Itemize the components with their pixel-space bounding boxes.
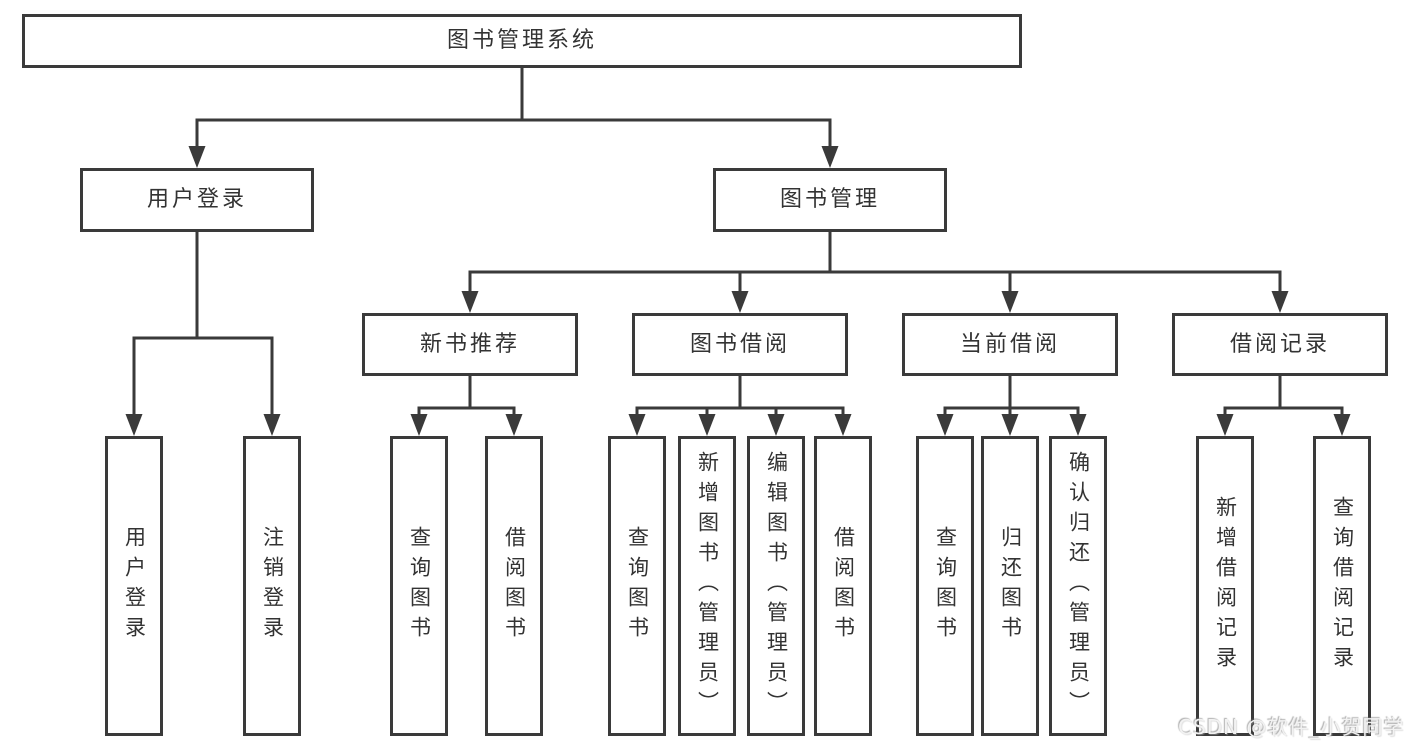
leaf-user-login: 用户登录: [105, 436, 163, 736]
csdn-watermark: CSDN @软件_小贺同学: [1178, 715, 1405, 739]
leaf-edit-book-admin: 编辑图书（管理员）: [747, 436, 805, 736]
leaf-borrow-books-borrowing: 借阅图书: [814, 436, 872, 736]
node-current-borrowing: 当前借阅: [902, 313, 1118, 376]
leaf-confirm-return-admin: 确认归还（管理员）: [1049, 436, 1107, 736]
leaf-logout: 注销登录: [243, 436, 301, 736]
leaf-borrow-books-recommend: 借阅图书: [485, 436, 543, 736]
node-book-borrowing: 图书借阅: [632, 313, 848, 376]
node-book-management: 图书管理: [713, 168, 947, 232]
node-borrowing-records: 借阅记录: [1172, 313, 1388, 376]
node-user-login-branch: 用户登录: [80, 168, 314, 232]
leaf-add-borrow-record: 新增借阅记录: [1196, 436, 1254, 736]
leaf-return-books: 归还图书: [981, 436, 1039, 736]
node-new-book-recommend: 新书推荐: [362, 313, 578, 376]
node-book-management-system: 图书管理系统: [22, 14, 1022, 68]
leaf-query-books-current: 查询图书: [916, 436, 974, 736]
leaf-query-books-borrowing: 查询图书: [608, 436, 666, 736]
leaf-query-books-recommend: 查询图书: [390, 436, 448, 736]
leaf-query-borrow-record: 查询借阅记录: [1313, 436, 1371, 736]
leaf-add-book-admin: 新增图书（管理员）: [678, 436, 736, 736]
